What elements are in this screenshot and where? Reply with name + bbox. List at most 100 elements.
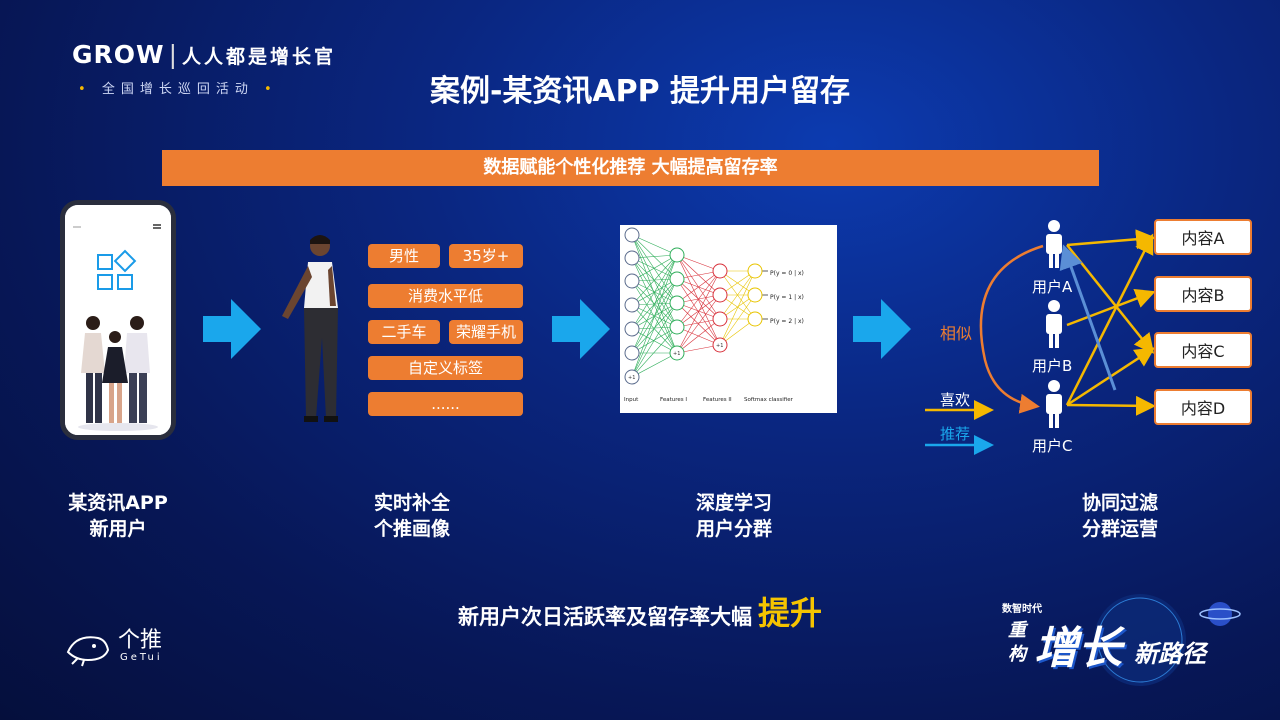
logo-subtitle: • 全国增长巡回活动 •: [78, 82, 278, 97]
nn-edge: [631, 254, 678, 306]
content-a-box: 内容A: [1154, 219, 1252, 255]
badge-tail: 新路径: [1134, 640, 1206, 668]
nn-bias-label: +1: [716, 343, 723, 349]
nn-node: [669, 295, 685, 311]
nn-edge: [631, 326, 678, 378]
nn-output-label: P(y = 0 | x): [770, 270, 804, 277]
page-title: 案例-某资讯APP 提升用户留存: [429, 74, 851, 109]
nn-node: [624, 345, 640, 361]
nn-node: [712, 311, 728, 327]
nn-edge: [631, 328, 678, 354]
nn-edge: [719, 270, 756, 320]
getui-whale-icon: [66, 636, 110, 667]
nn-layer-label: Input: [624, 397, 639, 403]
subtitle-text: 全国增长巡回活动: [101, 82, 254, 97]
nn-edge: [676, 318, 721, 354]
grow-logo: GROW|人人都是增长官: [72, 40, 337, 69]
nn-node: [624, 321, 640, 337]
caption-line: 个推画像: [373, 518, 450, 540]
brand-cn: 人人都是增长官: [182, 46, 337, 68]
nn-edge: [676, 294, 721, 328]
nn-node: [624, 369, 640, 385]
arrow-right-icon: [853, 299, 911, 359]
caption-line: 协同过滤: [1081, 492, 1158, 514]
tag-custom: 自定义标签: [368, 356, 523, 380]
nn-edge: [719, 270, 756, 346]
grow-brand: GROW: [72, 40, 165, 69]
badge-line-b: 构: [1008, 644, 1026, 665]
nn-edge: [631, 234, 678, 256]
caption-line: 某资讯APP: [68, 492, 168, 514]
nn-edge: [631, 352, 678, 378]
people-illustration: [78, 316, 158, 431]
tag-honor-phone: 荣耀手机: [449, 320, 523, 344]
bottom-text: 新用户次日活跃率及留存率大幅: [457, 605, 752, 629]
caption-deep-learning: 深度学习 用户分群: [634, 490, 834, 542]
recommend-label: 推荐: [940, 425, 971, 443]
tag-male: 男性: [368, 244, 440, 268]
nn-layer-label: Features I: [660, 397, 687, 403]
nn-node: [624, 273, 640, 289]
nn-layer-label: Softmax classifier: [744, 397, 794, 403]
caption-collab: 协同过滤 分群运营: [1020, 490, 1220, 542]
content-c-box: 内容C: [1154, 332, 1252, 368]
nn-node: [712, 287, 728, 303]
tag-more: ......: [368, 392, 523, 416]
tag-used-car: 二手车: [368, 320, 440, 344]
neural-network-svg: +1+1+1 P(y = 0 | x) P(y = 1 | x) P(y = 2…: [624, 227, 804, 403]
arrow-right-icon: [203, 299, 261, 359]
app-grid-icon: [97, 249, 137, 290]
nn-edge: [676, 294, 721, 354]
neural-network-diagram: +1+1+1 P(y = 0 | x) P(y = 1 | x) P(y = 2…: [620, 225, 837, 413]
nn-node: [624, 250, 640, 266]
user-b-icon: [1046, 300, 1062, 348]
nn-edge: [676, 270, 721, 304]
nn-edge: [631, 257, 678, 354]
nn-edge: [676, 270, 721, 354]
getui-cn: 个推: [118, 628, 163, 653]
caption-line: 用户分群: [695, 518, 772, 540]
getui-en: GeTui: [120, 652, 163, 663]
badge-line-a: 重: [1008, 620, 1026, 641]
user-c-label: 用户C: [1032, 437, 1073, 455]
nn-edge: [676, 270, 721, 328]
nn-edge: [631, 278, 678, 378]
nn-edge: [676, 254, 721, 346]
like-label: 喜欢: [940, 391, 971, 409]
phone-screen-illustration: [65, 205, 171, 435]
nn-edge: [631, 254, 678, 378]
nn-node: [624, 227, 640, 243]
nn-node: [747, 263, 763, 279]
nn-bias-label: +1: [673, 351, 680, 357]
nn-node: [712, 337, 728, 353]
nn-node: [669, 271, 685, 287]
similar-label: 相似: [940, 324, 973, 343]
caption-line: 分群运营: [1081, 518, 1158, 540]
nn-node: [669, 319, 685, 335]
nn-edge: [719, 294, 756, 346]
nn-edge: [631, 234, 678, 354]
user-a-icon: [1046, 220, 1062, 268]
content-d-box: 内容D: [1154, 389, 1252, 425]
caption-line: 深度学习: [695, 492, 772, 514]
user-a-label: 用户A: [1032, 278, 1073, 296]
nn-output-label: P(y = 2 | x): [770, 318, 804, 325]
badge-big: 增长: [1034, 623, 1122, 674]
nn-node: [669, 247, 685, 263]
arrow-right-icon: [552, 299, 610, 359]
nn-edge: [631, 254, 678, 259]
man-figure-illustration: [282, 235, 338, 422]
tag-consumption: 消费水平低: [368, 284, 523, 308]
caption-new-user: 某资讯APP 新用户: [18, 490, 218, 542]
nn-node: [747, 311, 763, 327]
user-b-label: 用户B: [1032, 357, 1073, 375]
nn-node: [712, 263, 728, 279]
bottom-statement: 新用户次日活跃率及留存率大幅提升: [0, 588, 1280, 634]
nn-edge: [676, 254, 721, 272]
nn-edge: [631, 254, 678, 282]
caption-line: 新用户: [89, 518, 147, 540]
nn-node: [669, 345, 685, 361]
caption-profile: 实时补全 个推画像: [312, 490, 512, 542]
planet-icon: [1094, 594, 1241, 686]
